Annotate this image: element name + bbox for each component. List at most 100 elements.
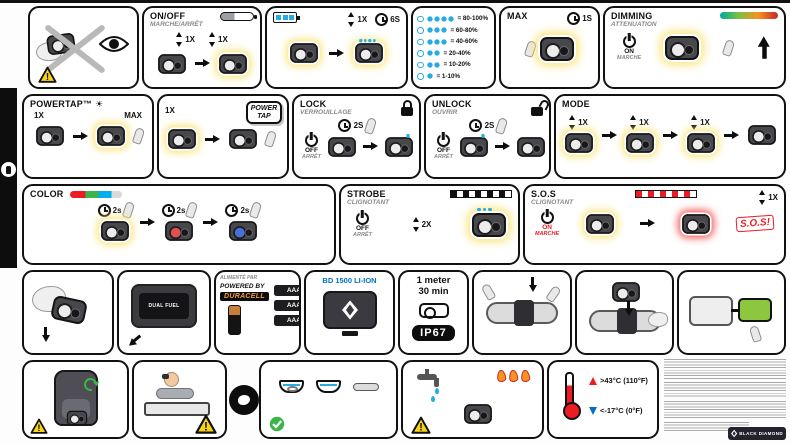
state-label: OFF xyxy=(436,146,450,154)
strap-coil-icon xyxy=(286,386,298,392)
headlamp-locked-icon xyxy=(460,133,488,157)
wash-basin-icon xyxy=(278,380,304,393)
clock-icon xyxy=(337,119,351,133)
headlamp-locked-icon xyxy=(385,133,413,157)
color-gradient-bar xyxy=(69,191,122,199)
flash-indicator-icon xyxy=(417,73,424,80)
svg-text:!: ! xyxy=(419,422,423,434)
clock-icon xyxy=(375,13,389,26)
battery-level-dots xyxy=(426,15,455,22)
panel-no-heat-water: ! xyxy=(401,360,544,439)
headband-strap-icon xyxy=(486,300,558,326)
headlamp-outline-icon xyxy=(418,302,449,319)
warning-icon: ! xyxy=(411,416,431,434)
finger-press-icon xyxy=(364,116,378,135)
finger-press-icon xyxy=(249,201,263,220)
press-count: 1X xyxy=(700,118,710,128)
fine-print-lines xyxy=(664,422,750,432)
battery-gauge-icon xyxy=(220,12,257,21)
wash-basin-icon xyxy=(315,380,341,393)
hold-duration: 2S xyxy=(484,121,495,131)
hold-duration: 2s xyxy=(240,205,250,215)
svg-text:!: ! xyxy=(46,72,49,83)
press-count: 1X xyxy=(639,118,649,128)
arrow-right-icon xyxy=(194,59,210,68)
duracell-badge: DURACELL xyxy=(220,292,269,301)
headlamp-white-icon xyxy=(101,221,130,242)
arrow-right-icon xyxy=(73,131,88,141)
arrow-right-icon xyxy=(494,142,510,151)
hand-wash-icon xyxy=(238,395,250,405)
faucet-icon xyxy=(417,369,439,387)
headlamp-icon xyxy=(66,410,88,426)
headlamp-icon xyxy=(36,126,64,147)
flame-icon xyxy=(520,369,531,383)
panel-warning-eye: ! xyxy=(28,6,139,89)
press-gesture-icon xyxy=(1,162,16,177)
powertap-badge: POWER TAP xyxy=(246,101,282,125)
panel-title: S.O.S xyxy=(531,189,557,199)
panel-subtitle: OUVRIR xyxy=(432,109,458,117)
updown-arrow-icon xyxy=(412,217,420,233)
headlamp-blue-icon xyxy=(228,221,257,242)
finger-tap-icon xyxy=(131,127,146,146)
check-icon xyxy=(269,416,285,432)
arrow-down-blue-icon xyxy=(589,406,597,415)
panel-sos: S.O.S CLIGNOTANT 1X ON MARCHE S.O.S! xyxy=(523,184,786,265)
finger-press-icon xyxy=(121,201,135,220)
headlamp-icon xyxy=(517,136,545,157)
powered-by-fr: ALIMENTÉ PAR xyxy=(220,275,258,281)
lock-icon xyxy=(401,100,413,116)
fine-print-lines xyxy=(664,382,786,398)
headlamp-dim-icon xyxy=(229,129,257,149)
black-diamond-logo xyxy=(731,429,738,438)
panel-powertap-1: POWERTAP™ ☀ 1X MAX xyxy=(22,94,154,179)
panel-mode: MODE 1X 1X 1X xyxy=(554,94,786,179)
arrow-down-icon xyxy=(528,277,537,292)
panel-strap-threading xyxy=(472,270,572,355)
max-label: MAX xyxy=(124,111,142,121)
panel-aaa-batteries: ALIMENTÉ PAR POWERED BY DURACELL AAA AAA… xyxy=(214,270,301,355)
lock-indicator-led xyxy=(480,133,485,138)
updown-arrow-icon xyxy=(691,115,698,131)
heat-icons xyxy=(496,369,531,383)
battery-level-dots xyxy=(426,27,448,34)
panel-subtitle: ATTENUATION xyxy=(611,21,657,29)
arrow-right-icon xyxy=(662,130,678,140)
clock-icon xyxy=(97,203,111,217)
door-label-text: DUAL FUEL xyxy=(148,303,180,309)
depth-rating: 1 meter xyxy=(416,275,451,286)
legend-label: = 10-20% xyxy=(443,61,471,69)
hold-duration: 2s xyxy=(112,205,122,215)
headlamp-red-icon xyxy=(165,221,193,242)
arrow-up-red-icon xyxy=(589,376,597,385)
headlamp-mode2-icon xyxy=(625,133,654,154)
legend-row: = 80-100% xyxy=(417,13,490,25)
door-label: DUAL FUEL xyxy=(139,293,189,319)
charge-port-icon xyxy=(341,331,358,336)
updown-arrow-icon xyxy=(759,190,766,205)
panel-sleeping-warning: ! xyxy=(132,360,227,439)
power-state: ON MARCHE xyxy=(535,210,559,237)
updown-arrow-icon xyxy=(348,12,355,27)
power-state: OFF ARRÊT xyxy=(353,211,372,238)
panel-unlock: UNLOCK OUVRIR 2S OFF ARRÊT xyxy=(424,94,551,179)
press-count: 1X xyxy=(357,15,368,24)
state-label: ON xyxy=(624,47,634,55)
aaa-battery-icon: AAA xyxy=(273,285,299,296)
panel-battery-check: 1X 6S xyxy=(265,6,408,89)
arrow-right-icon xyxy=(203,218,219,227)
bed-icon xyxy=(144,402,210,416)
svg-text:!: ! xyxy=(37,423,40,434)
headlamp-max-icon xyxy=(168,129,196,149)
arrow-right-icon xyxy=(329,48,344,58)
headlamp-icon xyxy=(747,125,776,146)
unlock-icon xyxy=(531,107,543,116)
arrow-down-icon xyxy=(41,327,50,342)
panel-bd-battery: BD 1500 LI-ION xyxy=(304,270,395,355)
sos-alert-label: S.O.S! xyxy=(735,214,775,233)
brightness-gradient-bar xyxy=(720,12,778,19)
updown-arrow-icon xyxy=(209,31,216,47)
headlamp-on-icon xyxy=(665,35,700,60)
legend-label: = 60-80% xyxy=(450,26,478,34)
